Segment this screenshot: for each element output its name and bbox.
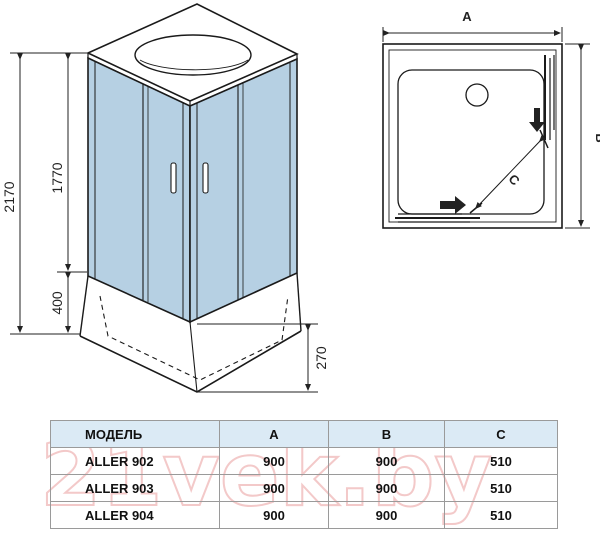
cell-model: ALLER 904 (50, 501, 220, 529)
dim-base-height: 270 (313, 346, 329, 370)
cell-model: ALLER 903 (50, 474, 220, 502)
door-handle-left (170, 162, 177, 194)
cell-c: 510 (444, 501, 558, 529)
cell-c: 510 (444, 447, 558, 475)
door-handle-right (202, 162, 209, 194)
plan-label-b: B (593, 133, 600, 142)
table-row: ALLER 904 900 900 510 (50, 501, 558, 529)
table-row: ALLER 903 900 900 510 (50, 474, 558, 502)
dimension-lines-left (10, 52, 318, 393)
ceiling-light (134, 34, 252, 76)
cabin-plan-view (382, 43, 563, 229)
dim-tray-height: 400 (49, 291, 65, 315)
dimension-lines-plan (382, 27, 590, 229)
cell-model: ALLER 902 (50, 447, 220, 475)
door-arrow-down-icon (529, 108, 545, 132)
dimensions-table: МОДЕЛЬ A B C ALLER 902 900 900 510 ALLER… (50, 420, 558, 529)
header-model: МОДЕЛЬ (50, 420, 220, 448)
table-header-row: МОДЕЛЬ A B C (50, 420, 558, 448)
cell-b: 900 (328, 501, 445, 529)
table-row: ALLER 902 900 900 510 (50, 447, 558, 475)
header-b: B (328, 420, 445, 448)
cell-a: 900 (219, 447, 329, 475)
cell-a: 900 (219, 501, 329, 529)
header-c: C (444, 420, 558, 448)
dim-upper-height: 1770 (49, 162, 65, 193)
plan-label-a: A (462, 9, 472, 24)
cell-a: 900 (219, 474, 329, 502)
cell-b: 900 (328, 474, 445, 502)
header-a: A (219, 420, 329, 448)
cabin-front-view (79, 3, 302, 393)
cell-c: 510 (444, 474, 558, 502)
door-arrow-right-icon (440, 196, 466, 214)
dim-total-height: 2170 (1, 181, 17, 212)
cell-b: 900 (328, 447, 445, 475)
drain (465, 83, 489, 107)
